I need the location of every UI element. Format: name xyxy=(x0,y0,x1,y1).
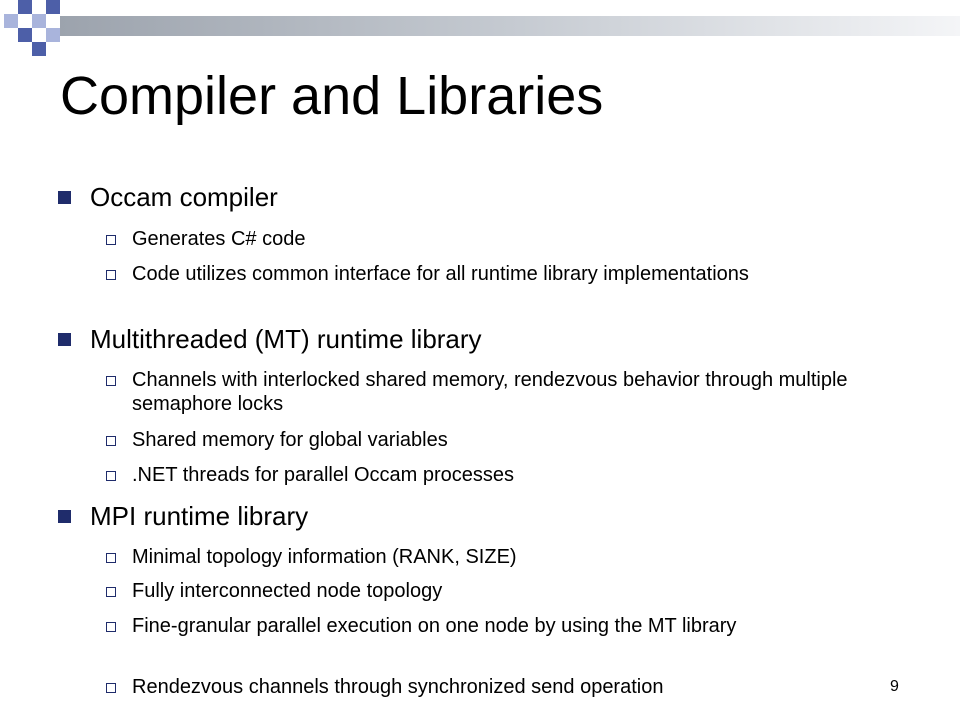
page-number: 9 xyxy=(890,678,899,695)
sub-bullet: Fully interconnected node topology xyxy=(106,579,872,603)
hollow-square-bullet-icon xyxy=(106,376,116,386)
decor-square xyxy=(18,28,32,42)
hollow-square-bullet-icon xyxy=(106,683,116,693)
decor-square xyxy=(32,14,46,28)
sub-bullet-text: Shared memory for global variables xyxy=(132,429,448,451)
sub-bullet: .NET threads for parallel Occam processe… xyxy=(106,463,872,487)
sub-bullet-text: Minimal topology information (RANK, SIZE… xyxy=(132,546,517,568)
hollow-square-bullet-icon xyxy=(106,436,116,446)
hollow-square-bullet-icon xyxy=(106,235,116,245)
sub-bullet-text: .NET threads for parallel Occam processe… xyxy=(132,464,515,486)
sub-bullet-text: Channels with interlocked shared memory,… xyxy=(132,369,848,415)
hollow-square-bullet-icon xyxy=(106,553,116,563)
decor-square xyxy=(32,42,46,56)
decor-square xyxy=(4,14,18,28)
sub-bullet-text: Fine-granular parallel execution on one … xyxy=(132,615,737,637)
sub-bullet: Fine-granular parallel execution on one … xyxy=(106,614,872,638)
sub-bullet-text: Generates C# code xyxy=(132,228,306,250)
bullet-heading: Multithreaded (MT) runtime library xyxy=(58,324,482,354)
decor-square xyxy=(46,28,60,42)
bullet-heading: MPI runtime library xyxy=(57,501,309,531)
sub-bullet-text: Rendezvous channels through synchronized… xyxy=(132,676,664,698)
sub-bullet: Minimal topology information (RANK, SIZE… xyxy=(106,545,872,569)
hollow-square-bullet-icon xyxy=(106,622,116,632)
decor-square xyxy=(18,0,32,14)
hollow-square-bullet-icon xyxy=(106,270,116,280)
sub-bullet: Code utilizes common interface for all r… xyxy=(106,262,872,286)
hollow-square-bullet-icon xyxy=(106,587,116,597)
bullet-heading: Occam compiler xyxy=(58,182,278,212)
sub-bullet: Generates C# code xyxy=(106,227,872,251)
decor-square xyxy=(46,0,60,14)
sub-bullet: Rendezvous channels through synchronized… xyxy=(106,675,872,699)
hollow-square-bullet-icon xyxy=(106,471,116,481)
sub-bullet-text: Fully interconnected node topology xyxy=(132,580,443,602)
slide-title: Compiler and Libraries xyxy=(60,66,604,126)
sub-bullet: Channels with interlocked shared memory,… xyxy=(106,368,872,416)
sub-bullet-text: Code utilizes common interface for all r… xyxy=(132,263,749,285)
header-bar xyxy=(60,16,960,36)
sub-bullet: Shared memory for global variables xyxy=(106,428,872,452)
